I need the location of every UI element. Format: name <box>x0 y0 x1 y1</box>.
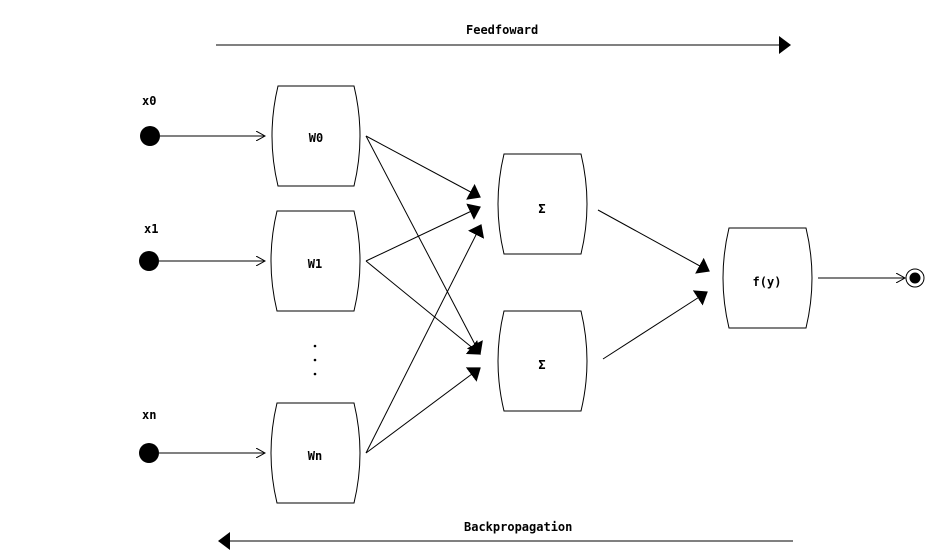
input-node <box>139 251 159 271</box>
weight-node-w1: W1 <box>270 210 361 312</box>
input-xn: xn <box>139 408 265 463</box>
feedforward-label: Feedfoward <box>466 23 538 37</box>
sum-box <box>497 153 588 255</box>
input-x1: x1 <box>139 222 265 271</box>
sum-label: Σ <box>538 202 545 216</box>
activation-node: f(y) <box>722 227 813 329</box>
feedforward-indicator: Feedfoward <box>216 23 791 54</box>
input-node <box>140 126 160 146</box>
sum-node-1: Σ <box>497 153 588 255</box>
input-label: x1 <box>144 222 158 236</box>
weight-to-sum-edges <box>365 135 485 454</box>
activation-label: f(y) <box>753 275 782 289</box>
sum-label: Σ <box>538 358 545 372</box>
sum-box <box>497 310 588 412</box>
weight-node-wn: Wn <box>270 402 361 504</box>
weight-box <box>270 210 361 312</box>
weight-node-w0: W0 <box>271 85 361 187</box>
activation-box <box>722 227 813 329</box>
backpropagation-label: Backpropagation <box>464 520 572 534</box>
weight-box <box>271 85 361 187</box>
ellipsis-dots <box>313 344 317 376</box>
weight-label: Wn <box>308 449 322 463</box>
output <box>818 268 925 288</box>
output-end-dot <box>909 272 921 284</box>
weight-label: W1 <box>308 257 322 271</box>
sum-node-2: Σ <box>497 310 588 412</box>
input-x0: x0 <box>140 94 265 146</box>
weight-label: W0 <box>309 131 323 145</box>
weight-box <box>270 402 361 504</box>
backpropagation-indicator: Backpropagation <box>218 520 793 550</box>
input-label: xn <box>142 408 156 422</box>
input-node <box>139 443 159 463</box>
input-label: x0 <box>142 94 156 108</box>
sum-to-activation-edges <box>597 209 710 360</box>
